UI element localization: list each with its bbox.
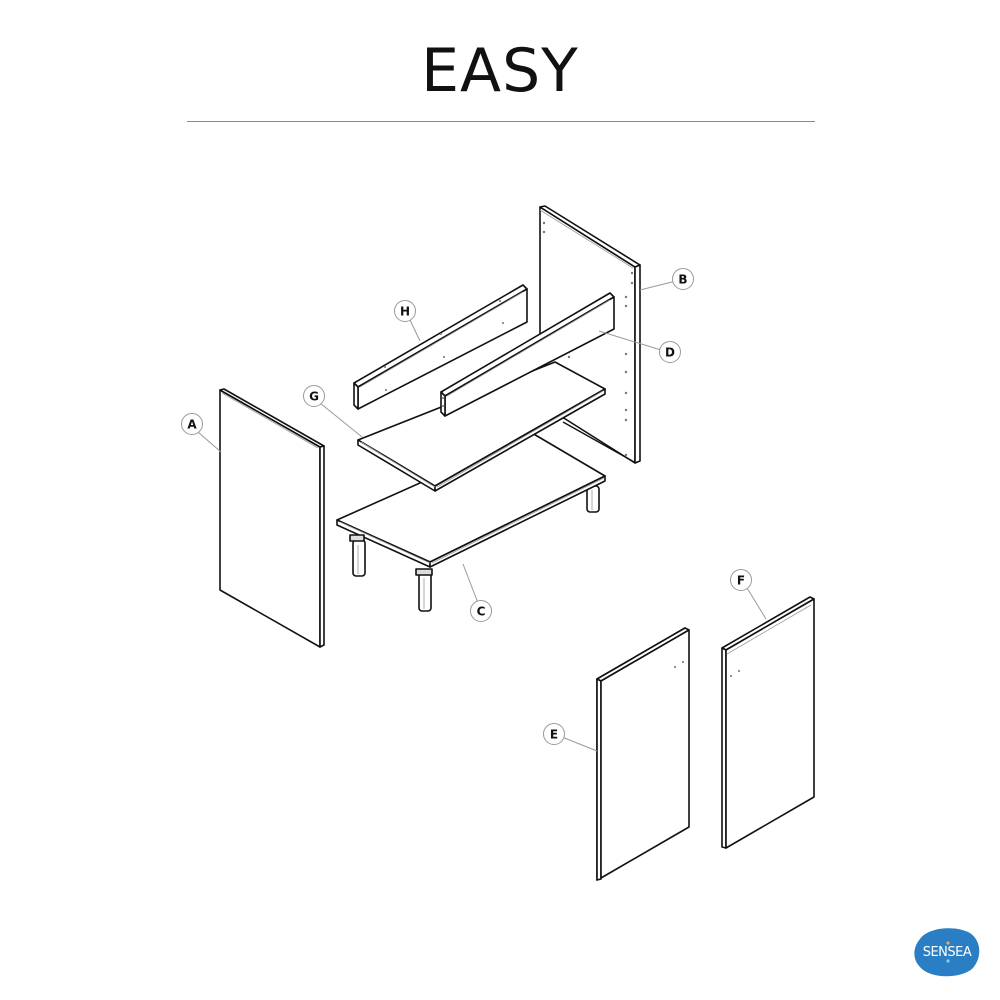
svg-text:B: B	[678, 273, 687, 287]
part-c-base-board	[336, 432, 606, 612]
callout-a: A	[181, 413, 222, 453]
callout-h: H	[394, 300, 421, 342]
svg-text:G: G	[309, 390, 319, 404]
callout-e: E	[543, 723, 598, 752]
callout-c: C	[462, 563, 492, 622]
callout-b: B	[639, 268, 694, 291]
part-d-front-rail	[440, 292, 615, 417]
title-divider	[187, 121, 815, 122]
part-g-shelf	[357, 361, 606, 492]
part-a-side-panel	[219, 388, 325, 648]
svg-text:SENSEA: SENSEA	[923, 945, 972, 960]
svg-text:E: E	[550, 728, 558, 742]
svg-text:D: D	[665, 346, 675, 360]
part-h-top-rail	[353, 284, 528, 410]
callout-d: D	[598, 330, 681, 363]
svg-text:C: C	[477, 605, 486, 619]
svg-text:A: A	[187, 418, 197, 432]
svg-text:F: F	[737, 574, 745, 588]
callout-g: G	[303, 385, 363, 438]
page-title: EASY	[421, 36, 579, 106]
part-f-door-panel	[721, 596, 815, 849]
svg-text:H: H	[400, 305, 410, 319]
callout-f: F	[730, 569, 767, 620]
sensea-logo: SENSEA	[914, 928, 980, 977]
part-e-door-panel	[596, 627, 690, 881]
